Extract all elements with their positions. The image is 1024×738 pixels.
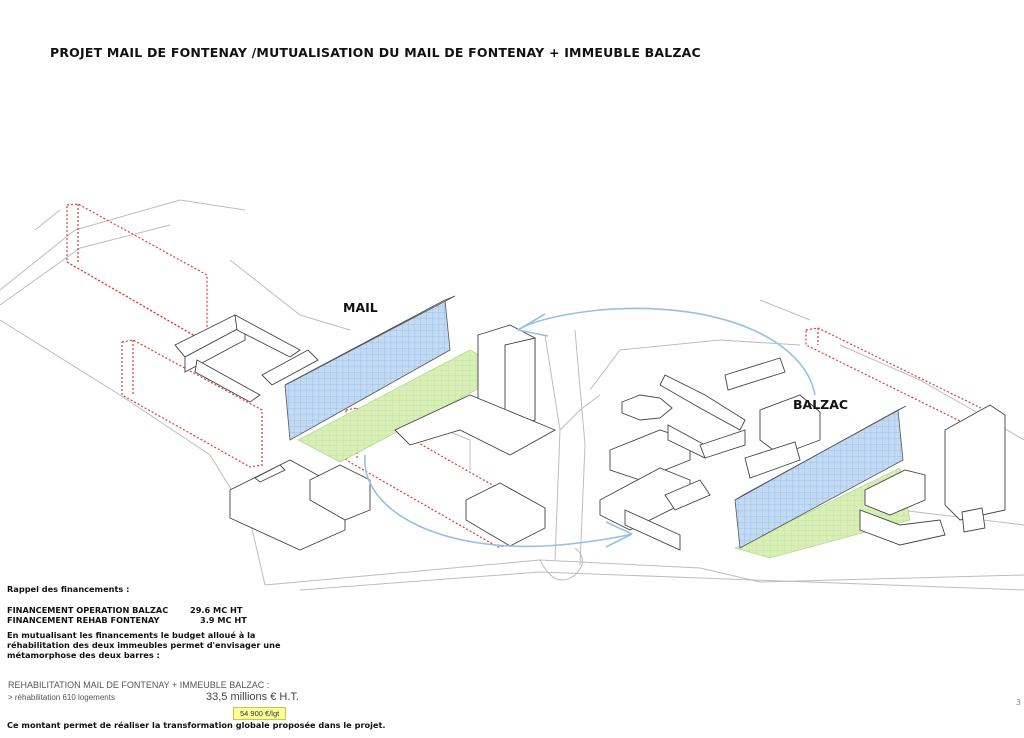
financing-paragraph-line: En mutualisant les financements le budge… — [7, 630, 256, 640]
blue-facade-bars — [284, 295, 907, 549]
building-blocks — [174, 314, 1006, 551]
rehab-detail: > réhabilitation 610 logements — [8, 693, 115, 702]
page-number: 3 — [1015, 698, 1021, 707]
financing-paragraph-line: métamorphose des deux barres : — [7, 650, 160, 660]
financing-label: FINANCEMENT REHAB FONTENAY — [7, 615, 160, 625]
exchange-arrows — [364, 307, 816, 548]
financing-row: FINANCEMENT OPERATION BALZAC 29.6 MC HT — [7, 605, 567, 615]
financing-value: 3.9 MC HT — [200, 615, 247, 625]
financing-summary: Rappel des financements : FINANCEMENT OP… — [7, 584, 567, 660]
financing-row: FINANCEMENT REHAB FONTENAY 3.9 MC HT — [7, 615, 567, 625]
label-balzac: BALZAC — [793, 397, 849, 412]
financing-paragraph-line: réhabilitation des deux immeubles permet… — [7, 640, 281, 650]
financing-value: 29.6 MC HT — [190, 605, 243, 615]
financing-heading: Rappel des financements : — [7, 584, 130, 594]
per-unit-badge: 54 900 €/lgt — [233, 707, 287, 720]
road-network — [0, 199, 1024, 591]
rehab-title: REHABILITATION MAIL DE FONTENAY + IMMEUB… — [8, 680, 270, 690]
label-mail: MAIL — [343, 300, 378, 315]
conclusion-text: Ce montant permet de réaliser la transfo… — [7, 720, 386, 730]
rehab-amount: 33,5 millions € H.T. — [206, 691, 299, 703]
page-title: PROJET MAIL DE FONTENAY /MUTUALISATION D… — [50, 45, 701, 60]
financing-label: FINANCEMENT OPERATION BALZAC — [7, 605, 169, 615]
